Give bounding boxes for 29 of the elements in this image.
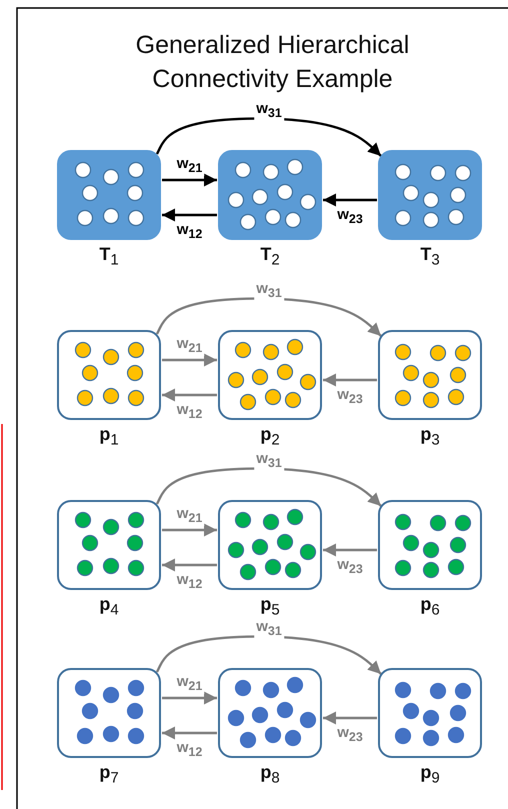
- title: Generalized Hierarchical Connectivity Example: [134, 30, 410, 95]
- arrow: [162, 388, 217, 402]
- population-label: p$_{5}$: [259, 594, 281, 619]
- population-label: p$_{6}$: [419, 594, 441, 619]
- arrow: [156, 117, 382, 157]
- population-label: p$_{4}$: [98, 594, 120, 619]
- population-label: p$_{1}$: [98, 424, 120, 449]
- arrow: [323, 194, 377, 206]
- arrow: [156, 467, 382, 507]
- population-label: p$_{3}$: [419, 424, 441, 449]
- population-label: p$_{7}$: [98, 762, 120, 787]
- arrow: [323, 712, 377, 724]
- population-label: T$_{2}$: [259, 244, 281, 269]
- population-label: p$_{2}$: [259, 424, 281, 449]
- arrow: [162, 174, 217, 186]
- arrow: [162, 208, 217, 222]
- population-label: T$_{3}$: [419, 244, 441, 269]
- population-label: p$_{8}$: [259, 762, 281, 787]
- arrow: [156, 635, 382, 675]
- arrow: [162, 558, 217, 572]
- arrow: [162, 354, 217, 366]
- arrow: [323, 544, 377, 556]
- arrow: [156, 297, 382, 337]
- arrow: [162, 692, 217, 704]
- arrow: [323, 374, 377, 386]
- population-label: T$_{1}$: [98, 244, 120, 269]
- arrow: [162, 524, 217, 536]
- population-label: p$_{9}$: [419, 762, 441, 787]
- arrow: [162, 726, 217, 740]
